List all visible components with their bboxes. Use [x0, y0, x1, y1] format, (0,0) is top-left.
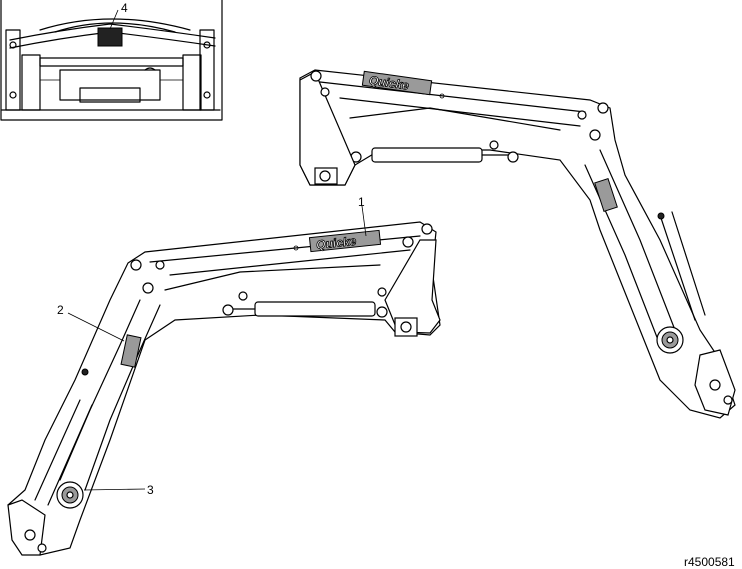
callout-1-label: 1	[358, 195, 365, 209]
right-loader-arm: Quicke	[299, 69, 736, 419]
callout-3-label: 3	[147, 483, 154, 497]
figure-reference: r4500581	[684, 555, 735, 569]
callout-4: 4	[109, 1, 128, 30]
right-arm-brand: Quicke	[368, 73, 410, 92]
right-arm-sticker	[594, 177, 618, 213]
inset-sticker	[97, 27, 123, 47]
callout-2: 2	[57, 303, 125, 342]
left-loader-arm: Quicke	[7, 221, 441, 556]
left-arm-sticker	[120, 334, 142, 368]
callout-4-label: 4	[121, 1, 128, 15]
callout-3: 3	[83, 483, 154, 497]
callout-2-label: 2	[57, 303, 64, 317]
callout-1: 1	[358, 195, 367, 237]
inset-tractor-front-view	[0, 0, 223, 121]
left-arm-brand: Quicke	[316, 234, 358, 252]
